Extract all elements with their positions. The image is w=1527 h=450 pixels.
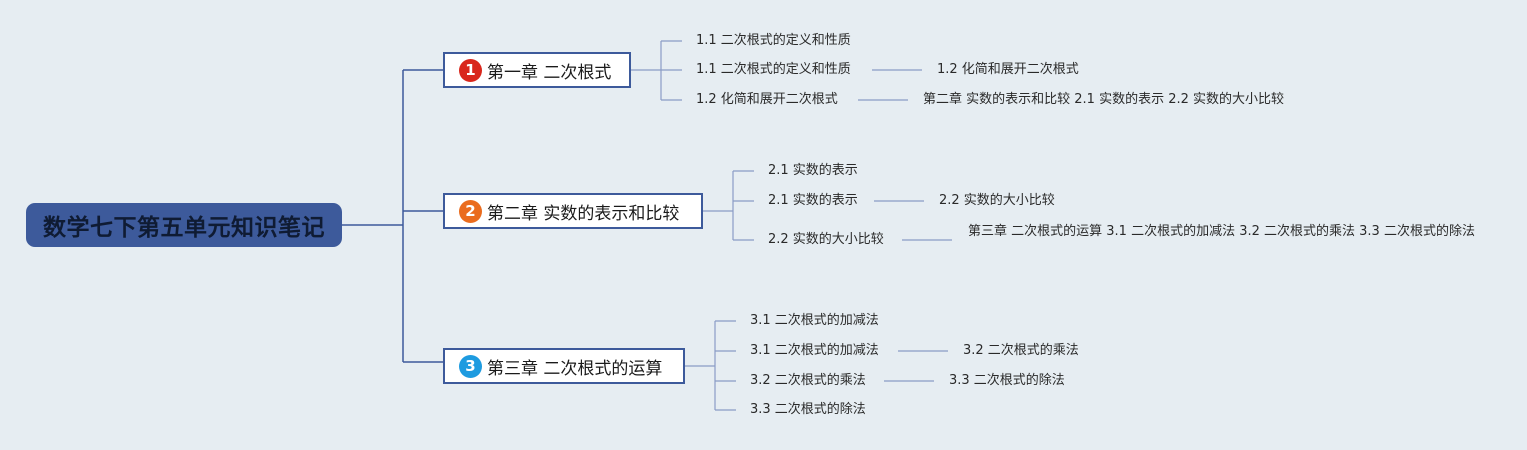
- topic-node[interactable]: 2.2 实数的大小比较: [768, 232, 884, 247]
- subtopic-node[interactable]: 3.2 二次根式的乘法: [963, 343, 1079, 358]
- chapter-title: 第三章 二次根式的运算: [487, 358, 663, 379]
- subtopic-node[interactable]: 第三章 二次根式的运算 3.1 二次根式的加减法 3.2 二次根式的乘法 3.3…: [968, 224, 1475, 239]
- topic-node[interactable]: 3.1 二次根式的加减法: [750, 343, 879, 358]
- root-node[interactable]: 数学七下第五单元知识笔记: [26, 203, 342, 247]
- topic-node[interactable]: 3.1 二次根式的加减法: [750, 313, 879, 328]
- topic-node[interactable]: 2.1 实数的表示: [768, 163, 858, 178]
- number-badge-icon: 2: [459, 199, 482, 223]
- chapter-node-2[interactable]: 2 第二章 实数的表示和比较: [443, 193, 703, 229]
- root-title: 数学七下第五单元知识笔记: [43, 215, 325, 241]
- topic-node[interactable]: 1.1 二次根式的定义和性质: [696, 62, 851, 77]
- topic-node[interactable]: 2.1 实数的表示: [768, 193, 858, 208]
- chapter-title: 第二章 实数的表示和比较: [487, 203, 680, 224]
- topic-node[interactable]: 3.2 二次根式的乘法: [750, 373, 866, 388]
- topic-node[interactable]: 3.3 二次根式的除法: [750, 402, 866, 417]
- chapter-node-3[interactable]: 3 第三章 二次根式的运算: [443, 348, 685, 384]
- subtopic-node[interactable]: 3.3 二次根式的除法: [949, 373, 1065, 388]
- topic-node[interactable]: 1.2 化简和展开二次根式: [696, 92, 838, 107]
- chapter-node-1[interactable]: 1 第一章 二次根式: [443, 52, 631, 88]
- number-badge-icon: 1: [459, 58, 482, 82]
- subtopic-node[interactable]: 1.2 化简和展开二次根式: [937, 62, 1079, 77]
- topic-node[interactable]: 1.1 二次根式的定义和性质: [696, 33, 851, 48]
- number-badge-icon: 3: [459, 354, 482, 378]
- subtopic-node[interactable]: 第二章 实数的表示和比较 2.1 实数的表示 2.2 实数的大小比较: [923, 92, 1285, 107]
- chapter-title: 第一章 二次根式: [487, 62, 612, 83]
- subtopic-node[interactable]: 2.2 实数的大小比较: [939, 193, 1055, 208]
